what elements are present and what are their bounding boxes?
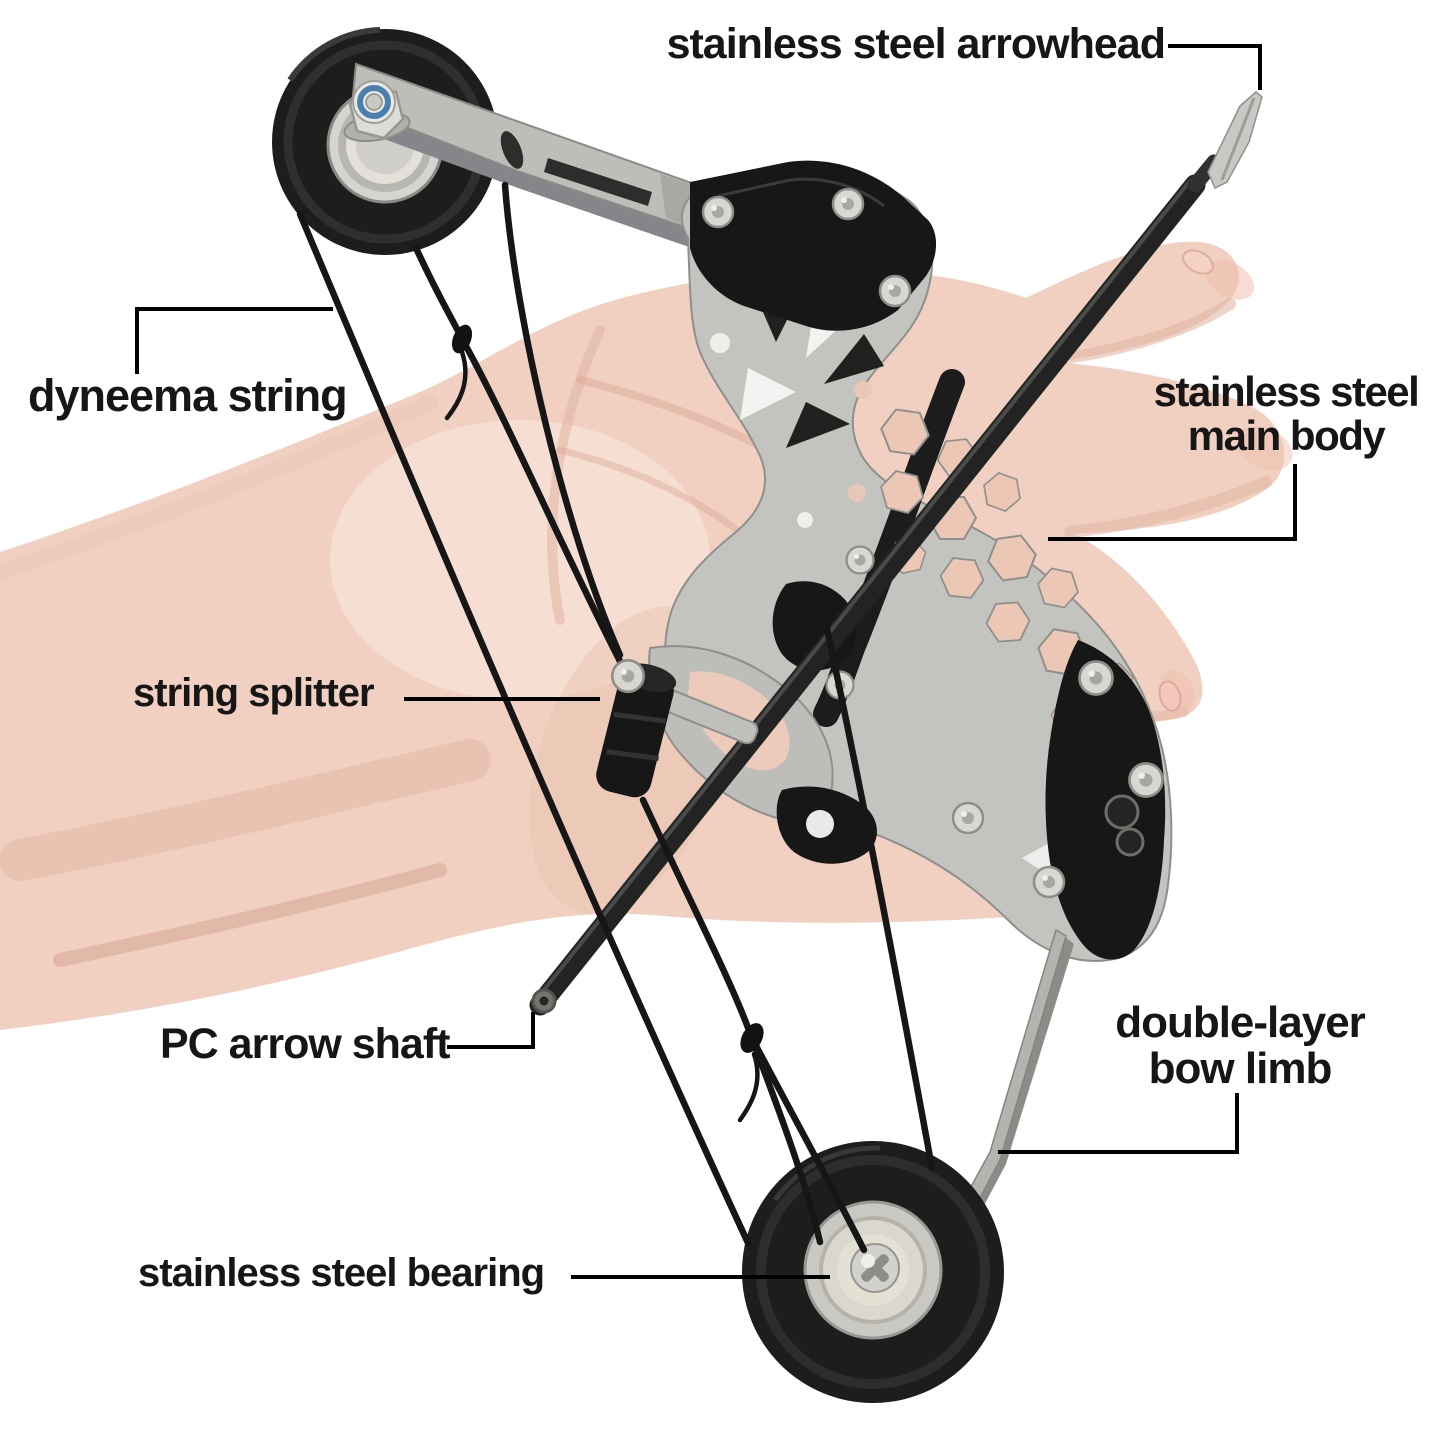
phillips-screw	[850, 1243, 900, 1293]
top-black-plate	[690, 160, 937, 331]
arrow-shaft	[529, 174, 1206, 1016]
arrow	[529, 91, 1263, 1016]
string-splitter	[596, 658, 759, 798]
label-arrow-shaft: PC arrow shaft	[160, 1020, 450, 1068]
label-arrowhead: stainless steel arrowhead	[666, 20, 1166, 68]
label-main-body-line2: main body	[1187, 412, 1386, 460]
blue-locker-ring	[357, 85, 391, 119]
index-fingernail	[1182, 249, 1214, 275]
string-knot-upper	[451, 324, 473, 354]
label-bow-limb-line1: double-layer	[1115, 998, 1366, 1047]
leader-arrow-shaft	[447, 1012, 535, 1049]
label-dyneema-string: dyneema string	[28, 370, 348, 421]
leader-dyneema-string	[135, 307, 333, 374]
top-bow-limb	[343, 62, 702, 248]
leader-arrowhead	[1168, 44, 1262, 90]
string-knot-lower	[740, 1023, 764, 1053]
label-bearing: stainless steel bearing	[138, 1251, 545, 1295]
label-main-body: stainless steel main body	[1130, 368, 1442, 460]
arrow-nock	[531, 988, 557, 1014]
bottom-bearing	[803, 1200, 943, 1340]
ring-fingernail	[1158, 680, 1182, 712]
leader-main-body	[1048, 464, 1297, 541]
bottom-pulley-wheel	[742, 1141, 1004, 1403]
lower-black-plate	[1045, 640, 1166, 960]
arrowhead-blade	[1207, 91, 1263, 190]
label-bow-limb: double-layer bow limb	[1085, 998, 1395, 1094]
label-bow-limb-line2: bow limb	[1148, 1044, 1333, 1094]
leader-lines	[135, 44, 1297, 1279]
leader-bow-limb	[998, 1093, 1239, 1154]
label-string-splitter: string splitter	[133, 671, 375, 715]
label-main-body-line1: stainless steel	[1153, 368, 1420, 415]
